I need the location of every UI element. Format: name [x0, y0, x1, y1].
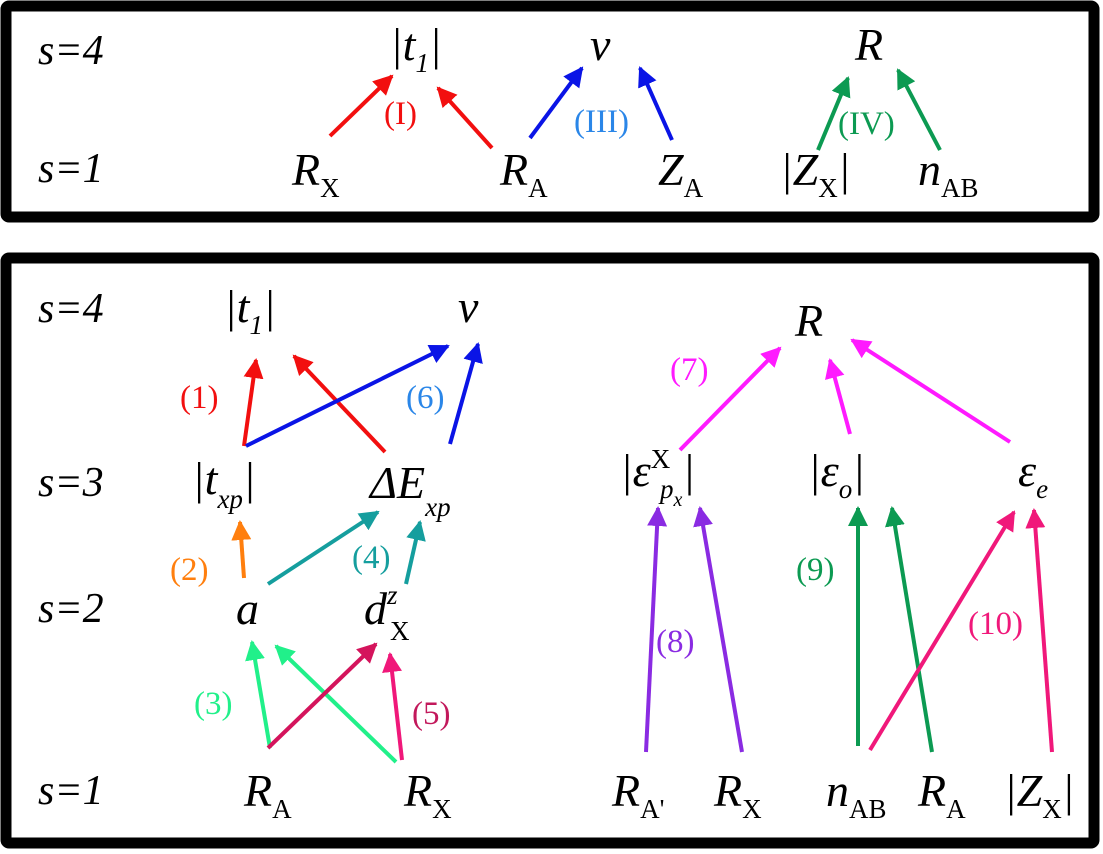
bottom-label-8: (8) [656, 624, 694, 660]
bottom-label-2: (2) [170, 552, 208, 588]
bottom-level-s1: s=1 [38, 768, 104, 814]
bottom-level-s3: s=3 [38, 460, 104, 506]
top-node-t1: |t1| [390, 19, 442, 78]
arrow-9-RA2-epso [885, 506, 934, 753]
bottom-node-epso: |εo| [808, 445, 865, 504]
arrow-10-nAB-epse [868, 510, 1016, 752]
bottom-label-7: (7) [670, 352, 708, 388]
arrow-4-dX-dExp [404, 520, 426, 585]
arrow-1-txp-t1 [242, 358, 264, 447]
top-level-s4: s=4 [38, 28, 104, 74]
top-node-nAB: nAB [918, 144, 979, 203]
bottom-label-6: (6) [406, 380, 444, 416]
bottom-label-1: (1) [180, 380, 218, 416]
top-arrow-IV-b [896, 68, 942, 151]
bottom-node-v: v [458, 281, 479, 332]
arrow-3-RA-a [245, 640, 272, 749]
bottom-label-3: (3) [194, 686, 232, 722]
bottom-level-s4: s=4 [38, 286, 104, 332]
top-arrow-III-b [638, 66, 674, 141]
arrow-6-txp-v [245, 344, 450, 448]
top-arrow-I-b [436, 86, 494, 150]
top-node-R: R [854, 19, 883, 70]
top-node-ZX: |ZX| [780, 144, 850, 203]
top-node-v: v [590, 19, 611, 70]
bottom-node-t1: |t1| [224, 281, 276, 340]
arrow-1-dExp-t1 [292, 354, 387, 454]
top-label-IV: (IV) [838, 106, 895, 142]
bottom-node-epse: εe [1018, 445, 1048, 504]
top-node-RX: RX [291, 144, 340, 203]
bottom-node-RA2: RA [917, 765, 966, 824]
bottom-node-dExp: ΔExp [368, 457, 451, 522]
top-arrow-III-a [528, 66, 584, 140]
arrow-3-RX-a [274, 644, 398, 764]
bottom-node-nAB: nAB [826, 765, 887, 824]
bottom-node-R: R [794, 295, 823, 346]
arrow-5-RA-dX [266, 642, 378, 750]
bottom-node-RX2: RX [713, 765, 762, 824]
bottom-label-5: (5) [412, 696, 450, 732]
arrow-8-RX2-epsp [693, 506, 744, 753]
arrow-6-dExp-v [448, 342, 483, 445]
bottom-node-ZX: |ZX| [1004, 765, 1074, 824]
top-arrow-IV-a [816, 76, 851, 151]
arrow-7-epso-R [825, 358, 852, 435]
bottom-label-9: (9) [796, 552, 834, 588]
bottom-node-RX: RX [403, 765, 452, 824]
arrow-2-a-txp [231, 520, 252, 579]
top-label-III: (III) [574, 104, 629, 140]
bottom-node-a: a [236, 583, 259, 634]
bottom-node-txp: |txp| [192, 453, 256, 514]
arrow-5-RX-dX [382, 652, 404, 761]
arrow-7-epse-R [850, 338, 1012, 444]
top-level-s1: s=1 [38, 146, 104, 192]
bottom-label-4: (4) [352, 540, 390, 576]
bottom-level-s2: s=2 [38, 586, 104, 632]
bottom-panel-frame [0, 252, 1100, 849]
arrow-7-epsp-R [678, 346, 782, 452]
top-node-RA: RA [499, 144, 548, 203]
top-panel-frame [0, 0, 1100, 223]
top-arrow-I-a [328, 74, 394, 138]
top-node-ZA: ZA [658, 144, 704, 203]
top-label-I: (I) [384, 96, 417, 132]
bottom-label-10: (10) [968, 606, 1023, 642]
bottom-node-RA: RA [243, 765, 292, 824]
arrow-10-ZX-epse [1025, 508, 1054, 753]
arrow-8-RAp-epsp [644, 506, 668, 753]
bottom-node-RAp: RA' [611, 765, 664, 824]
arrow-4-a-dExp [266, 510, 380, 586]
